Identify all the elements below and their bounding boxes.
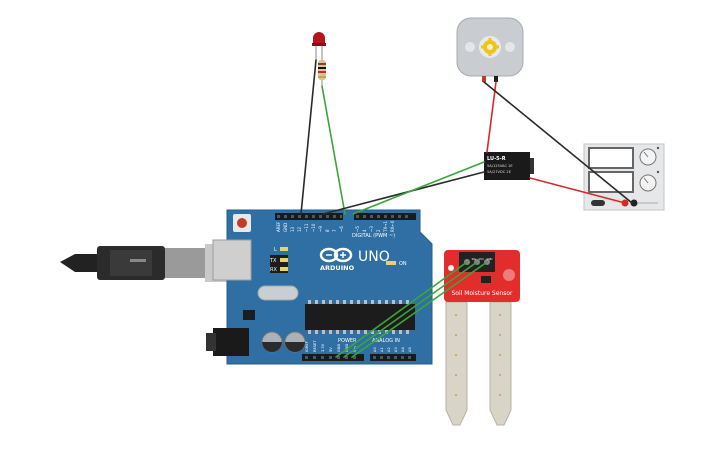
rx-label: RX (270, 267, 277, 273)
digital-pin-label: ~6 (339, 226, 344, 232)
digital-pin-label: ~9 (318, 226, 323, 232)
digital-pin-label: RX←0 (390, 220, 395, 232)
reset-button[interactable] (237, 218, 247, 228)
red-led[interactable] (312, 32, 326, 60)
wire-led-signal[interactable] (321, 85, 346, 215)
power-pin-label: GND (337, 344, 341, 352)
digital-pin-label: ~11 (304, 223, 309, 232)
usb-jack (212, 239, 252, 281)
analog-pin-label: A2 (387, 347, 391, 352)
soil-moisture-sensor[interactable]: SIG VCC GND Soil Moisture Sensor (444, 250, 520, 426)
digital-pin-label: ~10 (311, 223, 316, 232)
motor-shaft-gear-icon (481, 38, 499, 56)
wire-sensor-sig[interactable] (351, 261, 488, 358)
led-on (386, 261, 396, 265)
digital-pin-label: 7 (332, 229, 337, 232)
header-top-left (275, 213, 343, 220)
sensor-pin-sig: SIG (472, 257, 476, 261)
digital-pin-label: GND (283, 223, 288, 232)
digital-pin-label: 13 (290, 226, 295, 232)
analog-pin-label: A0 (373, 347, 377, 352)
relay-rating-2: 5A/27VDC 2E (487, 170, 512, 174)
relay-rating-1: 5A/125VAC 1E (487, 164, 513, 168)
digital-pin-label: 4 (362, 229, 367, 232)
power-label: POWER (338, 338, 357, 344)
digital-label: DIGITAL (PWM ~) (352, 233, 395, 239)
led-l (280, 247, 288, 251)
wire-relay-supply[interactable] (529, 177, 626, 204)
digital-pin-label: 12 (297, 226, 302, 232)
wire-sensor-vcc[interactable] (335, 261, 468, 358)
sensor-pin-gnd: GND (487, 257, 493, 261)
analog-pin-label: A1 (380, 347, 384, 352)
digital-pin-label: ~5 (355, 226, 360, 232)
digital-pin-label: ~3 (369, 226, 374, 232)
resistor[interactable] (318, 56, 326, 86)
power-jack (213, 328, 249, 356)
digital-pin-label: 8 (325, 229, 330, 232)
arduino-logo-text: ARDUINO (320, 264, 355, 272)
on-label: ON (399, 261, 407, 267)
dc-motor[interactable] (456, 17, 524, 82)
led-tx (280, 258, 288, 262)
usb-cable[interactable] (60, 244, 229, 282)
l-label: L (274, 247, 277, 253)
wire-motor-relay[interactable] (486, 81, 497, 153)
crystal-oscillator (257, 285, 299, 301)
sensor-pin-vcc: VCC (479, 257, 484, 261)
header-analog (370, 354, 416, 361)
tx-label: TX (269, 258, 277, 264)
wire-sensor-gnd[interactable] (343, 261, 478, 358)
analog-pin-label: A4 (401, 347, 405, 352)
soil-sensor-title: Soil Moisture Sensor (451, 290, 513, 297)
power-pin-label: IOREF (305, 341, 309, 352)
power-pin-label: RESET (313, 340, 317, 352)
sensor-pin-labels: SIG VCC GND (472, 257, 493, 261)
relay-part-label: LU-5-R (487, 156, 506, 162)
uno-label: UNO (358, 249, 390, 265)
relay-module[interactable]: LU-5-R 5A/125VAC 1E 5A/27VDC 2E (484, 152, 534, 180)
atmega-chip (305, 304, 415, 330)
wire-relay-signal[interactable] (352, 161, 485, 215)
header-power (302, 354, 364, 361)
digital-pin-label: AREF (276, 221, 281, 232)
arduino-logo-icon (319, 247, 353, 263)
power-supply[interactable] (583, 143, 665, 211)
power-pin-label: 5V (329, 347, 333, 352)
digital-pin-label: 2 (376, 229, 381, 232)
regulator (243, 310, 255, 320)
wire-relay-gnd[interactable] (322, 171, 485, 215)
analog-pin-label: A3 (394, 347, 398, 352)
power-pin-label: 3.3V (321, 343, 325, 352)
analog-pin-label: A5 (408, 347, 412, 352)
wire-led-gnd[interactable] (300, 59, 317, 215)
led-rx (280, 267, 288, 271)
wire-motor-supply[interactable] (483, 81, 633, 204)
digital-pin-label: TX→1 (383, 220, 388, 233)
power-pin-label: GND (345, 344, 349, 352)
analog-label: ANALOG IN (372, 338, 400, 344)
